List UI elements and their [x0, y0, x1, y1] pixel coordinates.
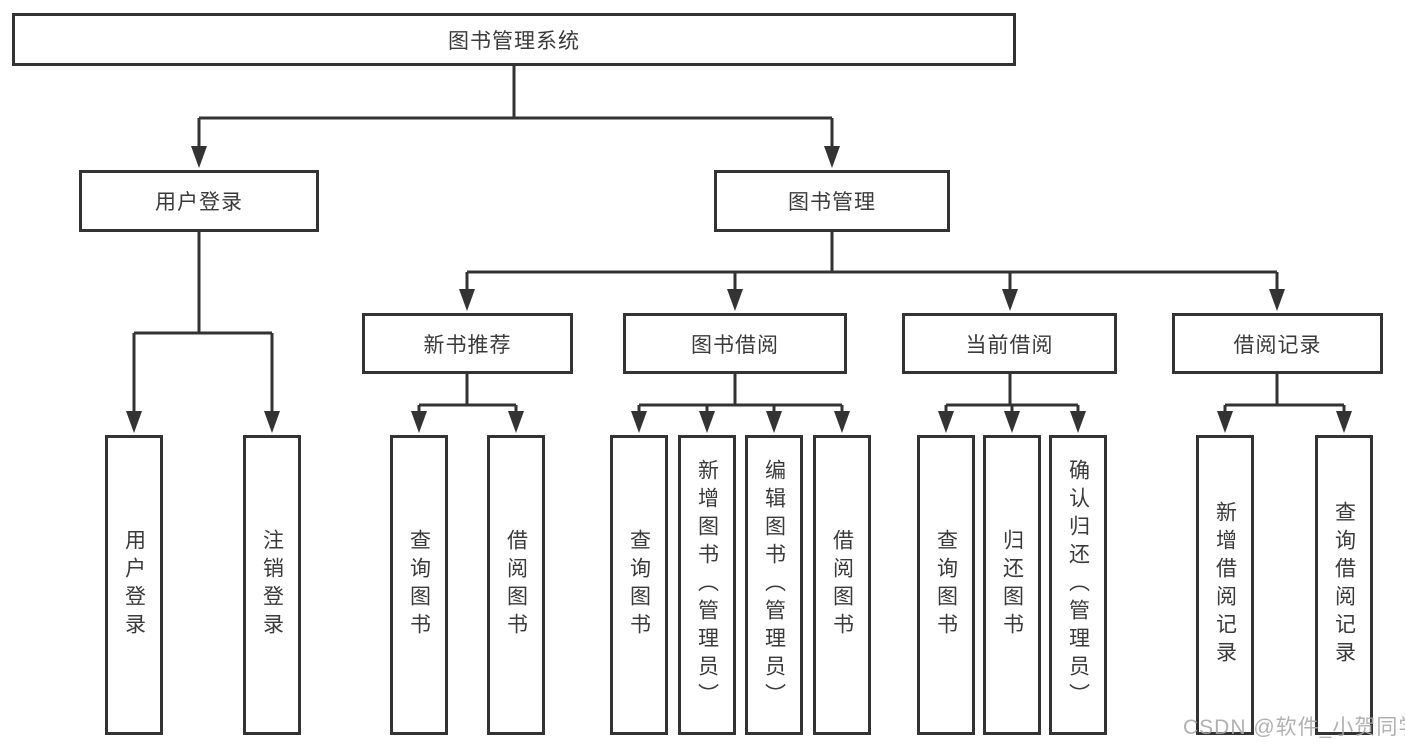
leaf-records-query: 查询借阅记录: [1315, 435, 1373, 735]
leaf-borrowing-edit-admin: 编辑图书（管理员）: [745, 435, 803, 735]
leaf-borrowing-borrow: 借阅图书: [813, 435, 871, 735]
leaf-records-add: 新增借阅记录: [1196, 435, 1254, 735]
node-root: 图书管理系统: [12, 13, 1016, 66]
leaf-logout: 注销登录: [243, 435, 301, 735]
leaf-new-books-borrow: 借阅图书: [487, 435, 545, 735]
node-current-borrowing: 当前借阅: [902, 313, 1117, 374]
node-book-management: 图书管理: [714, 170, 950, 232]
node-user-login: 用户登录: [79, 170, 319, 232]
leaf-current-query: 查询图书: [917, 435, 975, 735]
leaf-borrowing-add-admin: 新增图书（管理员）: [678, 435, 736, 735]
leaf-user-login: 用户登录: [105, 435, 163, 735]
node-book-borrowing: 图书借阅: [623, 313, 847, 374]
leaf-new-books-query: 查询图书: [390, 435, 448, 735]
leaf-current-confirm-return-admin: 确认归还（管理员）: [1049, 435, 1107, 735]
node-borrow-records: 借阅记录: [1172, 313, 1383, 374]
watermark: CSDN @软件_小贺同学: [1183, 716, 1405, 739]
leaf-current-return: 归还图书: [983, 435, 1041, 735]
leaf-borrowing-query: 查询图书: [610, 435, 668, 735]
node-new-books: 新书推荐: [362, 313, 573, 374]
